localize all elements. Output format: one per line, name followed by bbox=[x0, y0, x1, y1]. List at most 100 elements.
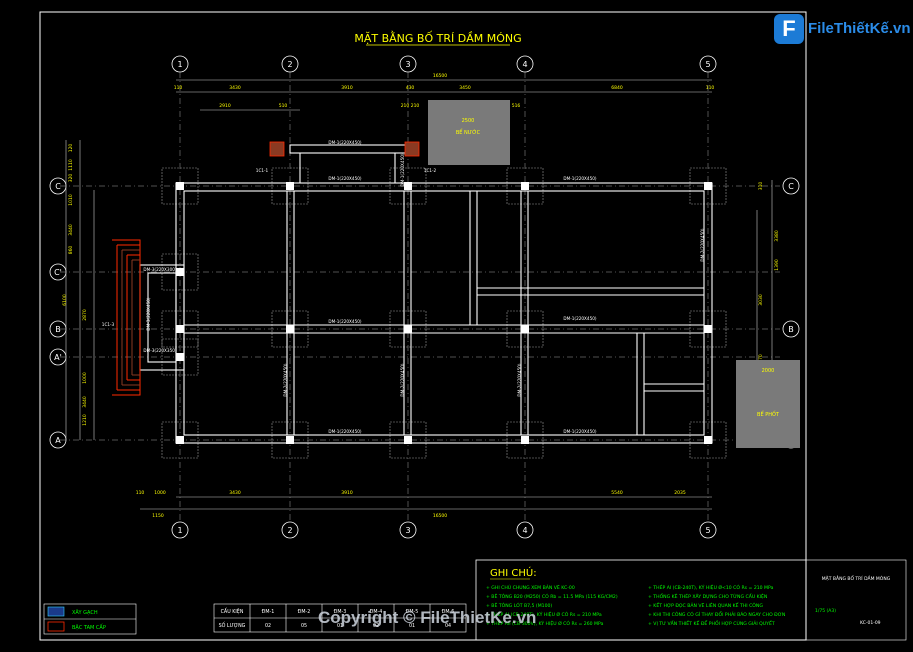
table-header-cell: ĐM-4 bbox=[370, 609, 383, 615]
note-item: + THÉP AI (CB-240T), KÝ HIỆU Ø<10 CÓ Rs … bbox=[648, 583, 774, 591]
grid-top-4-label: 4 bbox=[522, 60, 527, 69]
column bbox=[404, 436, 412, 444]
footing-pad bbox=[161, 421, 199, 459]
dim-left-1: 1110 bbox=[68, 159, 74, 171]
footing-pad bbox=[506, 167, 544, 205]
beam-label: DM-1(220X450) bbox=[400, 153, 405, 187]
footing-pad bbox=[271, 421, 309, 459]
dim-bottom-1: 1000 bbox=[154, 490, 166, 496]
grid-top-3-label: 3 bbox=[405, 60, 410, 69]
grid-top-5-label: 5 bbox=[705, 60, 710, 69]
dim-bottom-0: 110 bbox=[136, 490, 145, 496]
notes-title: GHI CHÚ: bbox=[490, 566, 537, 579]
grid-bottom-5-label: 5 bbox=[705, 526, 710, 535]
grid-bottom-4-label: 4 bbox=[522, 526, 527, 535]
beam-label: DM-1(220X450) bbox=[328, 319, 362, 324]
grid-bottom-1-label: 1 bbox=[177, 526, 182, 535]
table-cell: 01 bbox=[409, 623, 415, 629]
beam-labels: DM-1(220X450) DM-1(220X450) DM-1(220X450) D… bbox=[102, 140, 705, 434]
grid-bottom-2 bbox=[281, 521, 299, 539]
footing-pad bbox=[689, 421, 727, 459]
footing-pad bbox=[271, 310, 309, 348]
water-tank-dim: 2500 bbox=[462, 118, 475, 124]
beam-label: DM-3(220X350) bbox=[143, 348, 177, 353]
column bbox=[404, 182, 412, 190]
beam-label: DM-3(220X450) bbox=[146, 297, 151, 331]
column bbox=[176, 268, 184, 276]
dim-left-10: 6100 bbox=[62, 294, 68, 306]
beam-label: DM-1(220X450) bbox=[563, 429, 597, 434]
notes-right: + THÉP AI (CB-240T), KÝ HIỆU Ø<10 CÓ Rs … bbox=[648, 583, 785, 627]
column bbox=[704, 325, 712, 333]
grid-left-3-label: A' bbox=[54, 353, 62, 362]
column bbox=[704, 182, 712, 190]
beam-label: DM-2(220X450) bbox=[700, 228, 705, 262]
dim-bottom-outer: 1150 bbox=[152, 513, 164, 519]
note-item: + KHI THI CÔNG CÓ GÌ THAY ĐỔI PHẢI BÁO N… bbox=[648, 610, 785, 618]
beam-label: DM-1(220X450) bbox=[328, 429, 362, 434]
beam-label: DM-2(220X450) bbox=[400, 363, 405, 397]
table-header-cell: ĐM-3 bbox=[334, 609, 347, 615]
grid-right-2 bbox=[782, 320, 800, 338]
grid-bottom-5 bbox=[699, 521, 717, 539]
beam-plan bbox=[139, 144, 713, 444]
grid-left-4-label: A bbox=[55, 436, 61, 445]
legend-step-label: BẬC TAM CẤP bbox=[72, 623, 106, 631]
column bbox=[176, 436, 184, 444]
grid-left-2-label: B bbox=[55, 325, 61, 334]
grid-left-0-label: C bbox=[55, 182, 61, 191]
dim-left-4: 3440 bbox=[68, 224, 74, 236]
grid-top-1-label: 1 bbox=[177, 60, 182, 69]
column bbox=[521, 182, 529, 190]
footing-pad bbox=[161, 253, 199, 291]
column bbox=[521, 325, 529, 333]
beam-label: DM-1(220X450) bbox=[563, 176, 597, 181]
grid-lines bbox=[60, 72, 780, 520]
legend: XÂY GẠCH BẬC TAM CẤP bbox=[43, 603, 137, 635]
grid-right-0-label: C bbox=[788, 182, 794, 191]
footing-pad bbox=[506, 310, 544, 348]
footing-pad bbox=[271, 167, 309, 205]
dim-top-4: 3450 bbox=[459, 85, 471, 91]
grid-right-0 bbox=[782, 177, 800, 195]
footing-pad bbox=[389, 167, 427, 205]
dim-top-2: 3910 bbox=[341, 85, 353, 91]
note-item: + BÊ TÔNG B20 (M250) CÓ Rb = 11.5 MPa (1… bbox=[486, 592, 618, 600]
dim-bottom-5: 2035 bbox=[674, 490, 686, 496]
dim-top2-0: 2910 bbox=[219, 103, 231, 109]
table-header-cell: ĐM-1 bbox=[262, 609, 275, 615]
footing-pad bbox=[689, 310, 727, 348]
footing-pad bbox=[389, 421, 427, 459]
dim-left-7: 1000 bbox=[82, 372, 88, 384]
column bbox=[176, 353, 184, 361]
dim-top-0: 110 bbox=[174, 85, 183, 91]
logo-text: FileThiếtKế.vn bbox=[808, 20, 911, 37]
dim-right-0: 310 bbox=[758, 182, 764, 191]
notes-left: + GHI CHÚ CHUNG XEM BẢN VẼ KC-00+ BÊ TÔN… bbox=[486, 583, 618, 627]
dim-top-3: 430 bbox=[406, 85, 415, 91]
water-tank bbox=[428, 100, 510, 165]
stair-steps bbox=[112, 239, 141, 396]
table-cell: 04 bbox=[445, 623, 451, 629]
dim-left-2: 320 bbox=[68, 174, 74, 183]
dim-top2-2: 210 210 bbox=[401, 103, 420, 109]
copyright-watermark: Copyright © FileThietKe.vn bbox=[318, 608, 537, 627]
dim-top-6: 110 bbox=[706, 85, 715, 91]
beam-label: DM-3(220X300) bbox=[143, 267, 177, 272]
beam-label: DM-1(220X450) bbox=[328, 140, 362, 145]
legend-brick-label: XÂY GẠCH bbox=[72, 609, 98, 616]
table-cell: 01 bbox=[337, 623, 343, 629]
dim-bottom-2: 3430 bbox=[229, 490, 241, 496]
drawing-title: MẶT BẰNG BỐ TRÍ DẦM MÓNG bbox=[354, 31, 521, 45]
footing-pad bbox=[506, 421, 544, 459]
footing-pad bbox=[161, 310, 199, 348]
grid-bottom-2-label: 2 bbox=[287, 526, 292, 535]
water-tank-label: BỂ NƯỚC bbox=[456, 128, 481, 136]
table-cell: SỐ LƯỢNG bbox=[219, 621, 246, 629]
dim-left-3: 1010 bbox=[68, 194, 74, 206]
